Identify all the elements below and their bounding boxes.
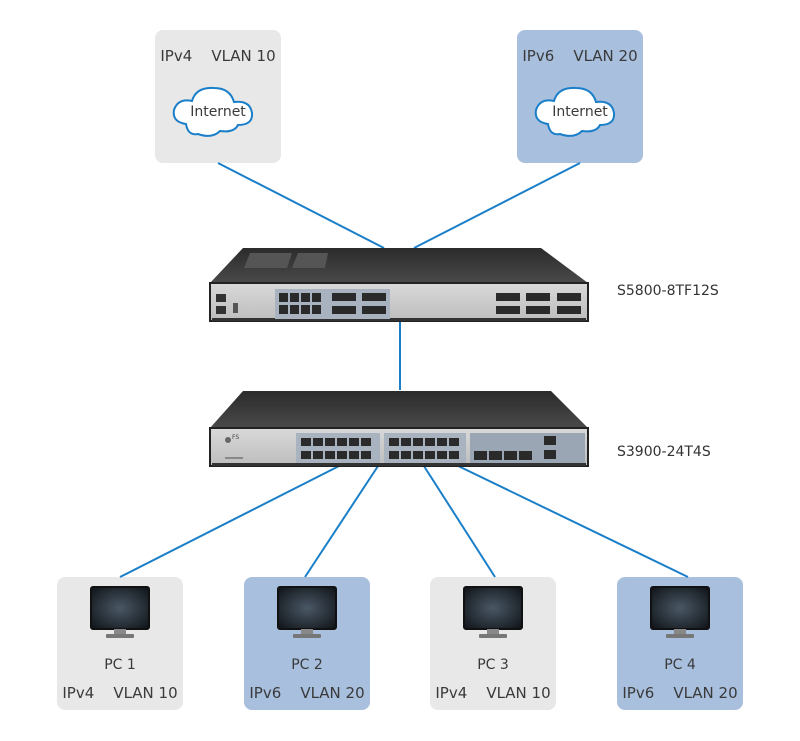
pc-3-label: IPv4 VLAN 10 bbox=[435, 684, 551, 702]
link-access-pc2 bbox=[304, 462, 381, 578]
links bbox=[119, 162, 689, 578]
core-switch bbox=[209, 248, 589, 322]
pc-1-name: PC 1 bbox=[104, 657, 136, 673]
access-switch bbox=[209, 391, 589, 467]
link-internet2-core bbox=[413, 162, 581, 249]
access-switch-label: S3900-24T4S bbox=[617, 444, 711, 460]
link-internet1-core bbox=[217, 162, 385, 249]
access-switch-brand: FS bbox=[232, 434, 240, 441]
cloud-icon bbox=[534, 86, 616, 137]
pc-1-label: IPv4 VLAN 10 bbox=[62, 684, 178, 702]
pc-4-label: IPv6 VLAN 20 bbox=[622, 684, 738, 702]
pc-2-label: IPv6 VLAN 20 bbox=[249, 684, 365, 702]
pc-4-name: PC 4 bbox=[664, 657, 696, 673]
link-access-pc4 bbox=[451, 462, 689, 578]
core-switch-label: S5800-8TF12S bbox=[617, 283, 719, 299]
internet-2-label: IPv6 VLAN 20 bbox=[522, 47, 638, 65]
link-access-pc1 bbox=[119, 462, 346, 578]
pc-2-name: PC 2 bbox=[291, 657, 323, 673]
link-access-pc3 bbox=[421, 462, 496, 578]
internet-1-cloud-label: Internet bbox=[190, 104, 246, 120]
pc-3-name: PC 3 bbox=[477, 657, 509, 673]
internet-1-label: IPv4 VLAN 10 bbox=[160, 47, 276, 65]
internet-2-cloud-label: Internet bbox=[552, 104, 608, 120]
cloud-icon bbox=[172, 86, 254, 137]
